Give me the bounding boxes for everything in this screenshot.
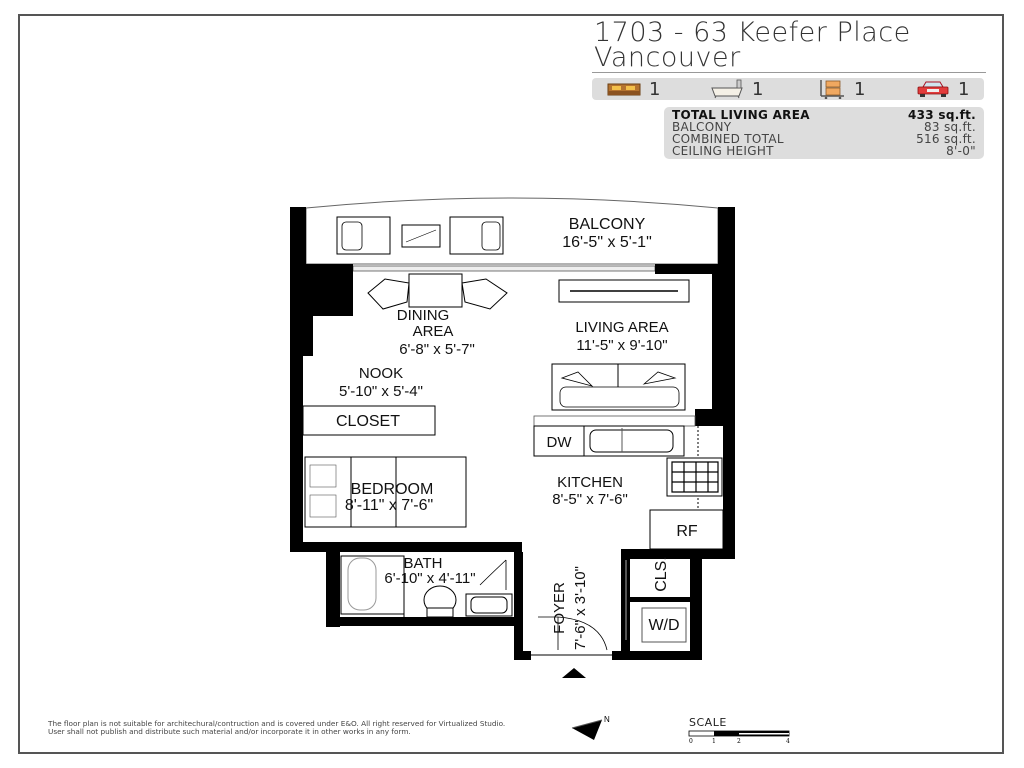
bedroom-label: BEDROOM <box>351 481 434 498</box>
feature-bathrooms: 1 <box>710 78 763 100</box>
bath-size: 6'-10" x 4'-11" <box>384 570 475 587</box>
tv-console-icon <box>558 279 690 303</box>
nook-size: 5'-10" x 5'-4" <box>339 383 423 400</box>
refrigerator <box>649 509 724 550</box>
side-table-icon <box>401 224 441 248</box>
refrigerator-label: RF <box>676 523 698 540</box>
bed-icon <box>607 83 641 96</box>
sofa-icon <box>551 363 686 411</box>
dining-label-2: AREA <box>413 323 454 340</box>
nook-label: NOOK <box>359 365 403 382</box>
svg-text:0: 0 <box>689 738 693 745</box>
foyer-size: 7'-6" x 3'-10" <box>572 566 589 650</box>
bedroom-count: 1 <box>649 78 661 100</box>
page-frame <box>18 14 1004 754</box>
lounge-chair-icon <box>449 216 504 255</box>
bathtub-fixture <box>340 555 405 617</box>
svg-text:1: 1 <box>712 738 716 745</box>
dining-label-1: DINING <box>397 307 450 324</box>
kitchen-size: 8'-5" x 7'-6" <box>552 491 628 508</box>
balcony-size: 16'-5" x 5'-1" <box>562 234 652 251</box>
toilet-icon <box>423 585 457 618</box>
dishwasher-label: DW <box>547 434 573 451</box>
kitchen-counter <box>533 415 696 457</box>
closet <box>302 405 436 436</box>
bed-icon <box>304 456 467 528</box>
sliding-door <box>352 265 656 272</box>
bath-label: BATH <box>404 555 443 572</box>
title-divider <box>592 72 986 73</box>
feature-storage: 1 <box>818 78 865 100</box>
feature-parking: 1 <box>916 78 969 100</box>
storage-count: 1 <box>854 78 866 100</box>
stove-icon <box>666 457 723 497</box>
svg-text:2: 2 <box>737 738 741 745</box>
balcony <box>290 197 735 265</box>
disclaimer-text: The floor plan is not suitable for archi… <box>48 719 506 737</box>
entry-door-swing <box>538 616 608 651</box>
scale-bar: 0 1 2 4 <box>688 730 790 745</box>
feature-bedrooms: 1 <box>607 78 660 100</box>
entry-arrow-icon <box>562 668 586 678</box>
living-size: 11'-5" x 9'-10" <box>576 337 667 354</box>
bedroom-size: 8'-11" x 7'-6" <box>345 497 433 514</box>
features-bar: 1 1 1 1 <box>592 78 984 100</box>
parking-count: 1 <box>958 78 970 100</box>
balcony-label: BALCONY <box>569 216 646 233</box>
dining-table-icon <box>367 273 508 310</box>
storage-locker-icon <box>820 80 844 99</box>
closet-label: CLOSET <box>336 413 400 430</box>
dining-size: 6'-8" x 5'-7" <box>399 341 475 358</box>
foyer-label: FOYER <box>551 582 568 634</box>
cls-label: CLS. <box>653 556 670 592</box>
svg-text:N: N <box>604 715 610 724</box>
car-parking-icon <box>917 81 949 97</box>
sink-icon <box>465 593 513 617</box>
washer-dryer <box>641 607 687 643</box>
bathroom-count: 1 <box>752 78 764 100</box>
washer-dryer-label: W/D <box>648 617 679 634</box>
walls <box>290 264 735 660</box>
scale-title: SCALE <box>689 716 727 729</box>
bathtub-icon <box>711 79 743 99</box>
kitchen-label: KITCHEN <box>557 474 623 491</box>
listing-title: 1703 - 63 Keefer Place Vancouver <box>594 17 911 73</box>
address-line-1: 1703 - 63 Keefer Place <box>594 17 911 48</box>
bath-door-swing <box>479 559 507 590</box>
lounge-chair-icon <box>336 216 391 255</box>
north-arrow-icon: N <box>571 715 610 740</box>
address-line-2: Vancouver <box>594 42 741 73</box>
living-label: LIVING AREA <box>575 319 668 336</box>
svg-text:4: 4 <box>786 738 790 745</box>
